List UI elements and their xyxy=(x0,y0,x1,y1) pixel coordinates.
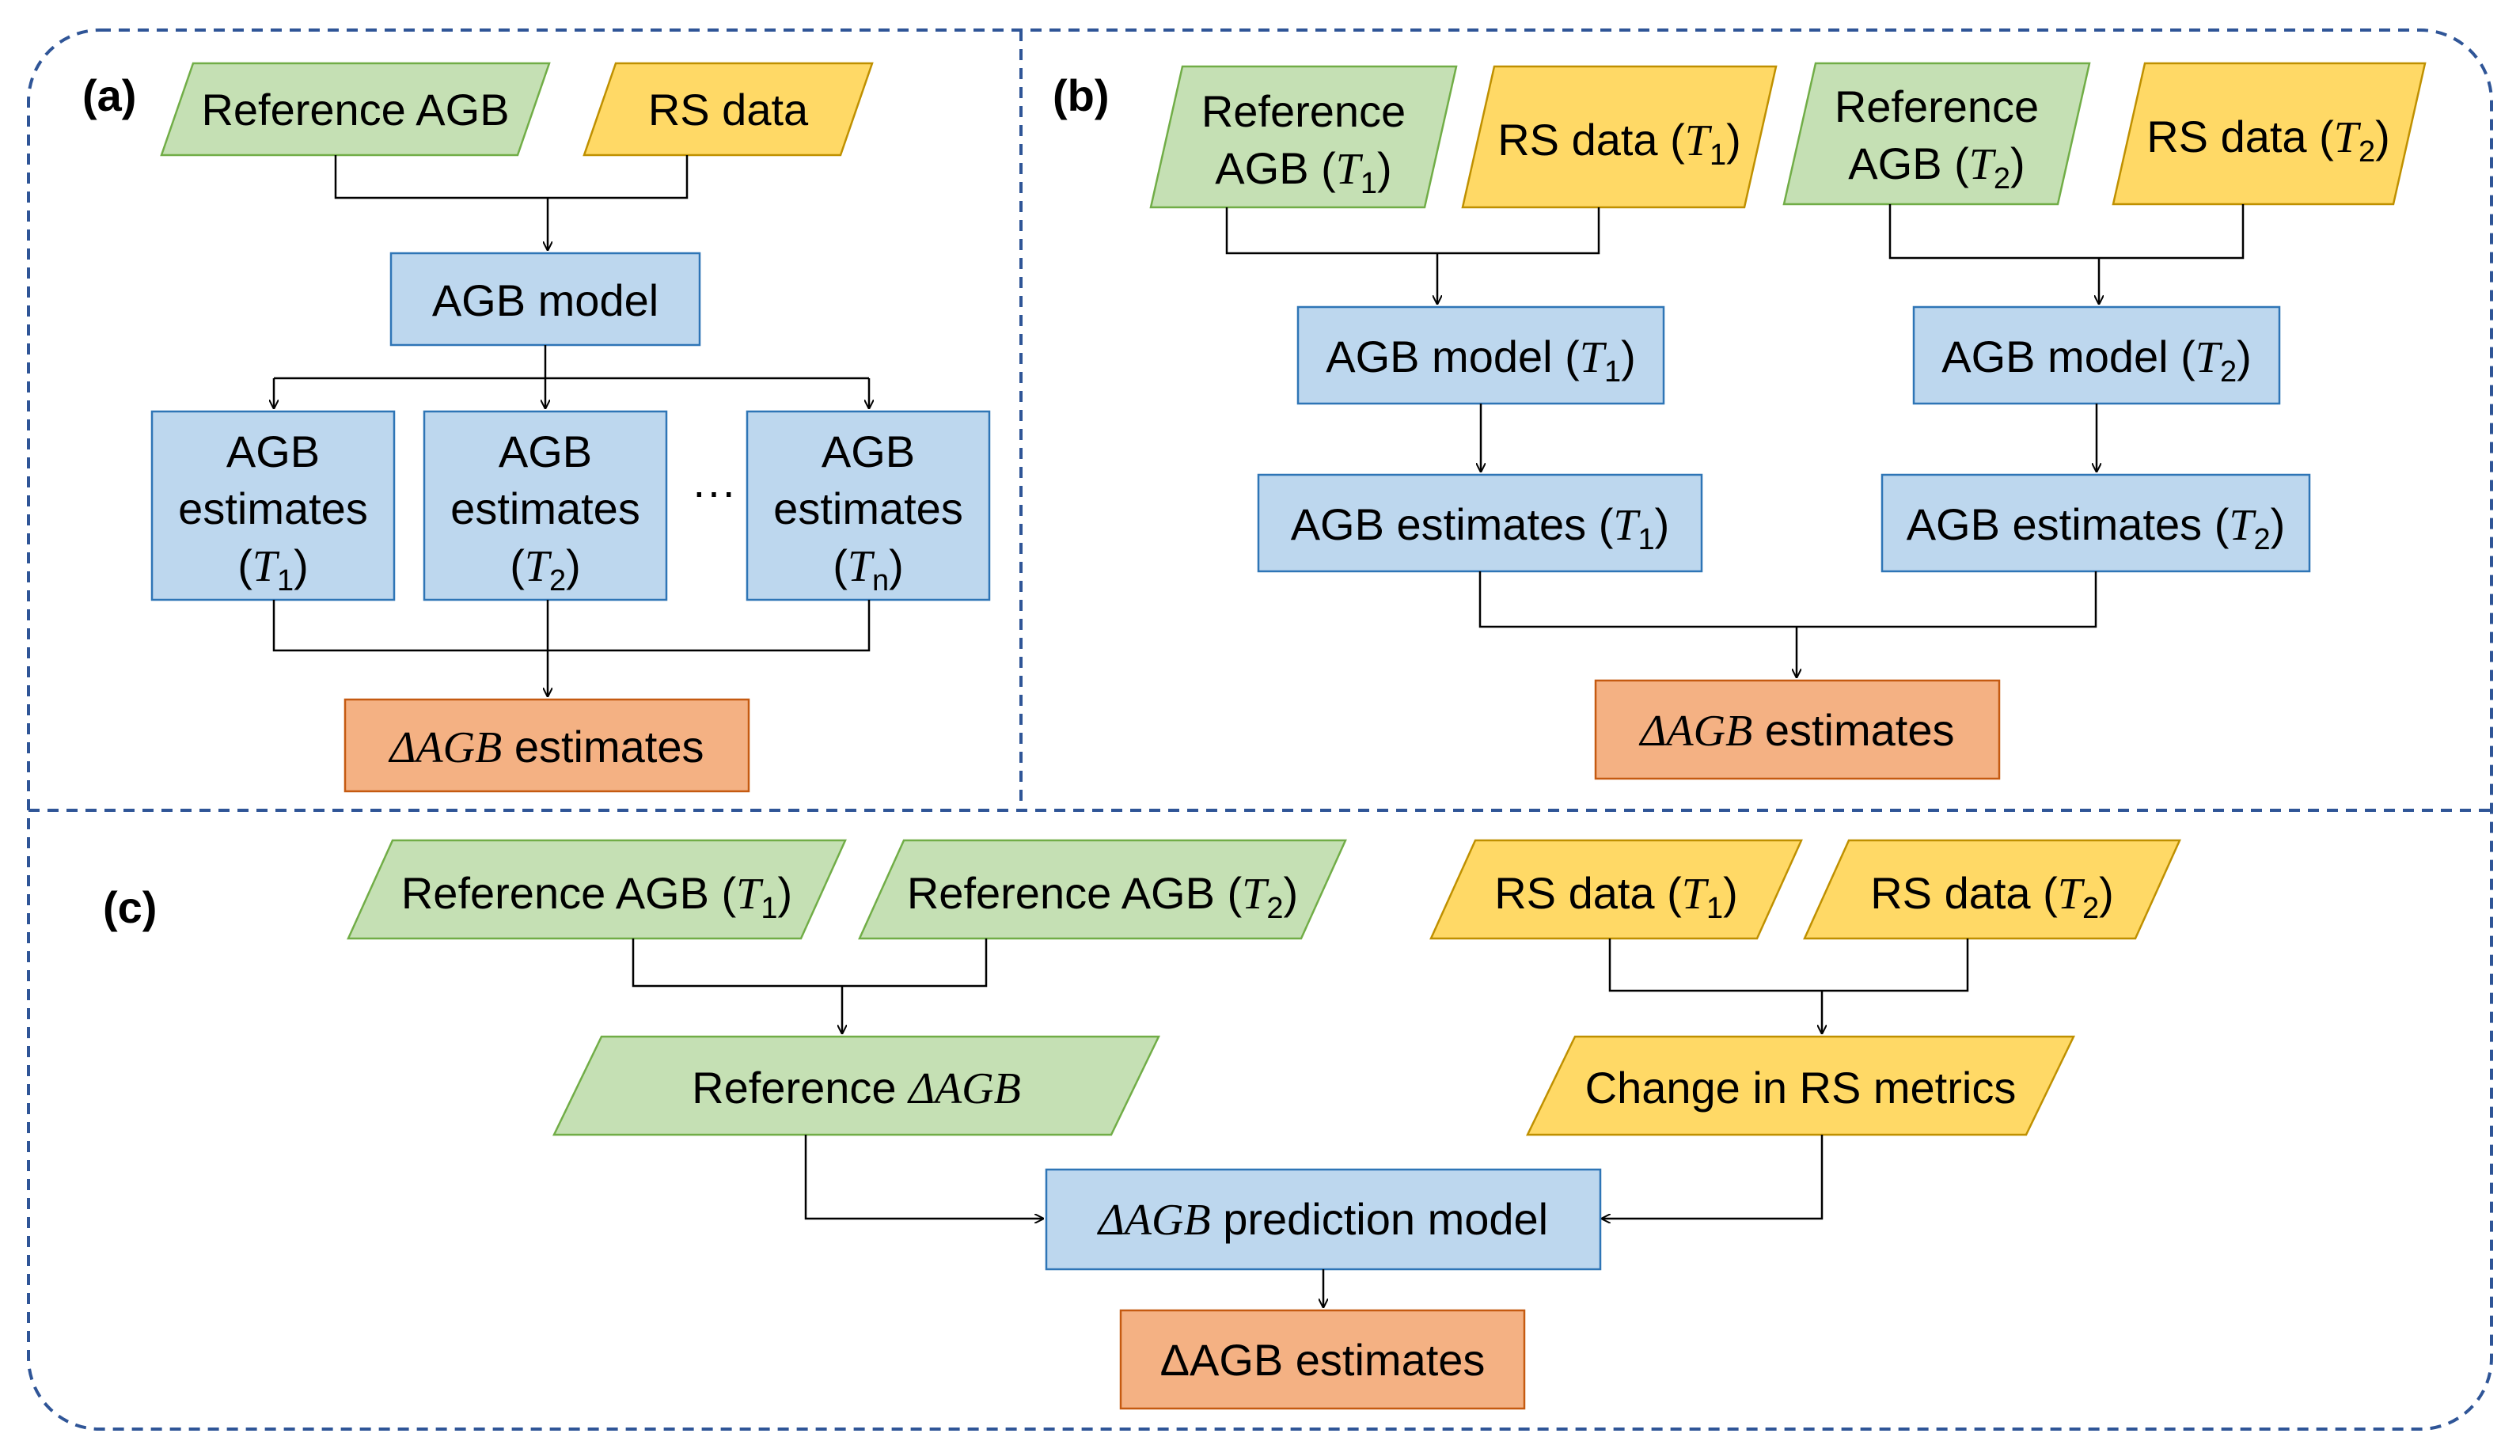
c-reference-agb-t1-input: Reference AGB (T1) xyxy=(347,839,847,940)
svg-text:AGB estimates (T2): AGB estimates (T2) xyxy=(1907,499,2286,556)
a-agb-model-box: AGB model xyxy=(389,252,701,347)
svg-text:Change in RS metrics: Change in RS metrics xyxy=(1585,1063,2017,1113)
svg-text:Reference AGB (T1): Reference AGB (T1) xyxy=(401,868,792,925)
a-rs-data-input: RS data xyxy=(583,62,874,157)
c-reference-delta-agb-node: Reference ΔAGB xyxy=(552,1035,1160,1136)
b-agb-estimates-t2-box: AGB estimates (T2) xyxy=(1881,473,2311,573)
svg-text:RS data: RS data xyxy=(648,85,809,135)
panel-a-label: (a) xyxy=(82,70,136,120)
b-agb-model-t1-box: AGB model (T1) xyxy=(1296,305,1665,405)
svg-text:RS data (T2): RS data (T2) xyxy=(1870,868,2114,925)
svg-text:estimates: estimates xyxy=(450,483,640,533)
a-reference-agb-input: Reference AGB xyxy=(160,62,551,157)
svg-text:(T2): (T2) xyxy=(510,540,581,597)
b-agb-estimates-t1-box: AGB estimates (T1) xyxy=(1257,473,1703,573)
c-arrow-rs-change-to-model xyxy=(1602,1135,1824,1219)
svg-text:AGB (T1): AGB (T1) xyxy=(1215,143,1391,200)
b-rs-data-t1-input: RS data (T1) xyxy=(1461,65,1778,209)
svg-text:RS data (T1): RS data (T1) xyxy=(1494,868,1738,925)
a-agb-estimates-t2-box: AGB estimates (T2) xyxy=(423,410,668,601)
a-delta-agb-estimates-box: ΔAGB estimates xyxy=(343,698,750,793)
svg-text:AGB: AGB xyxy=(822,427,915,476)
svg-text:ΔAGB prediction model: ΔAGB prediction model xyxy=(1097,1194,1548,1245)
svg-text:AGB: AGB xyxy=(226,427,320,476)
b-t1-inputs-connector xyxy=(1225,207,1600,304)
c-rs-inputs-connector xyxy=(1608,938,1969,1033)
c-reference-inputs-connector xyxy=(632,938,988,1033)
a-agb-estimates-tn-box: AGB estimates (Tn) xyxy=(746,410,991,601)
svg-text:estimates: estimates xyxy=(773,483,963,533)
svg-text:Reference AGB: Reference AGB xyxy=(201,85,509,135)
c-delta-agb-estimates-box: ΔAGB estimates xyxy=(1119,1309,1526,1410)
b-reference-agb-t2-input: Reference AGB (T2) xyxy=(1782,62,2091,206)
b-reference-agb-t1-input: Reference AGB (T1) xyxy=(1149,65,1458,209)
svg-text:Reference: Reference xyxy=(1201,86,1406,136)
svg-text:Reference ΔAGB: Reference ΔAGB xyxy=(692,1063,1021,1113)
a-model-split-connector xyxy=(274,345,869,380)
panel-b-label: (b) xyxy=(1053,70,1110,120)
c-rs-data-t2-input: RS data (T2) xyxy=(1803,839,2181,940)
outer-dashed-frame xyxy=(27,28,2493,1431)
svg-text:ΔAGB estimates: ΔAGB estimates xyxy=(389,722,704,772)
svg-text:RS data (T2): RS data (T2) xyxy=(2146,112,2390,169)
b-estimates-merge-connector xyxy=(1478,571,2097,677)
svg-text:AGB model (T1): AGB model (T1) xyxy=(1326,332,1636,389)
b-delta-agb-estimates-box: ΔAGB estimates xyxy=(1594,679,2001,780)
panel-c-label: (c) xyxy=(103,882,157,932)
c-reference-agb-t2-input: Reference AGB (T2) xyxy=(858,839,1347,940)
svg-text:ΔAGB estimates: ΔAGB estimates xyxy=(1639,705,1955,756)
svg-text:Reference: Reference xyxy=(1835,82,2039,131)
c-arrow-reference-delta-to-model xyxy=(804,1135,1043,1219)
b-rs-data-t2-input: RS data (T2) xyxy=(2112,62,2427,206)
c-rs-data-t1-input: RS data (T1) xyxy=(1429,839,1803,940)
svg-text:(Tn): (Tn) xyxy=(833,540,904,597)
b-agb-model-t2-box: AGB model (T2) xyxy=(1912,305,2281,405)
svg-text:AGB model: AGB model xyxy=(432,275,658,325)
svg-text:Reference AGB (T2): Reference AGB (T2) xyxy=(907,868,1298,925)
c-change-in-rs-metrics-node: Change in RS metrics xyxy=(1526,1035,2075,1136)
c-delta-agb-prediction-model-box: ΔAGB prediction model xyxy=(1045,1168,1602,1271)
svg-text:(T1): (T1) xyxy=(237,540,309,597)
svg-text:RS data (T1): RS data (T1) xyxy=(1497,115,1741,172)
svg-text:estimates: estimates xyxy=(178,483,368,533)
svg-text:AGB: AGB xyxy=(499,427,592,476)
a-inputs-connector xyxy=(334,155,689,250)
svg-text:AGB model (T2): AGB model (T2) xyxy=(1941,332,2252,389)
svg-text:AGB (T2): AGB (T2) xyxy=(1848,138,2025,195)
a-estimates-merge-connector xyxy=(272,600,871,696)
b-t2-inputs-connector xyxy=(1888,204,2245,304)
svg-text:ΔAGB estimates: ΔAGB estimates xyxy=(1160,1335,1486,1385)
svg-text:AGB estimates (T1): AGB estimates (T1) xyxy=(1291,499,1670,556)
a-ellipsis: ··· xyxy=(692,466,736,516)
a-agb-estimates-t1-box: AGB estimates (T1) xyxy=(150,410,396,601)
